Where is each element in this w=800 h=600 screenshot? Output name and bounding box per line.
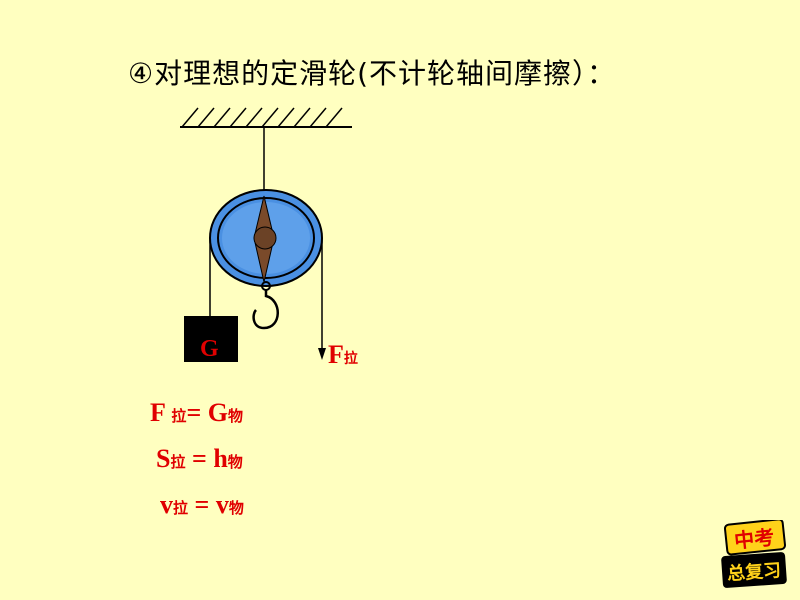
eq-lhs: F <box>150 398 172 427</box>
eq-rhs: v <box>215 490 229 519</box>
review-badge-logo: 中考 总复习 <box>721 520 787 588</box>
force-subscript: 拉 <box>343 351 358 367</box>
eq-rhs: h <box>213 444 228 473</box>
eq-rhs-sub: 物 <box>227 453 243 471</box>
eq-op: = <box>186 398 208 427</box>
force-label: F拉 <box>328 340 358 370</box>
eq-op: = <box>188 490 216 519</box>
weight-block <box>184 316 238 362</box>
eq-lhs-sub: 拉 <box>171 407 187 425</box>
hook <box>252 290 279 330</box>
page-title: ④对理想的定滑轮(不计轮轴间摩擦）： <box>128 57 617 90</box>
force-symbol: F <box>328 340 344 369</box>
eq-lhs: S <box>156 444 171 473</box>
eq-lhs: v <box>160 490 173 519</box>
badge-line2: 总复习 <box>726 559 781 585</box>
eq-rhs: G <box>207 398 228 427</box>
eq-rhs-sub: 物 <box>228 407 244 425</box>
equation-force: F 拉= G物 <box>150 398 243 428</box>
weight-label: G <box>200 336 219 362</box>
eq-rhs-sub: 物 <box>228 499 244 517</box>
eq-lhs-sub: 拉 <box>170 453 186 471</box>
ceiling-hatching <box>181 107 343 128</box>
pulley-groove <box>217 197 315 279</box>
eq-lhs-sub: 拉 <box>173 499 189 517</box>
pulley-axle <box>253 226 277 250</box>
force-arrowhead <box>318 348 326 360</box>
badge-line1: 中考 <box>733 525 775 553</box>
equation-velocity: v拉 = v物 <box>160 490 244 520</box>
eq-op: = <box>185 444 214 473</box>
equation-distance: S拉 = h物 <box>156 444 243 474</box>
